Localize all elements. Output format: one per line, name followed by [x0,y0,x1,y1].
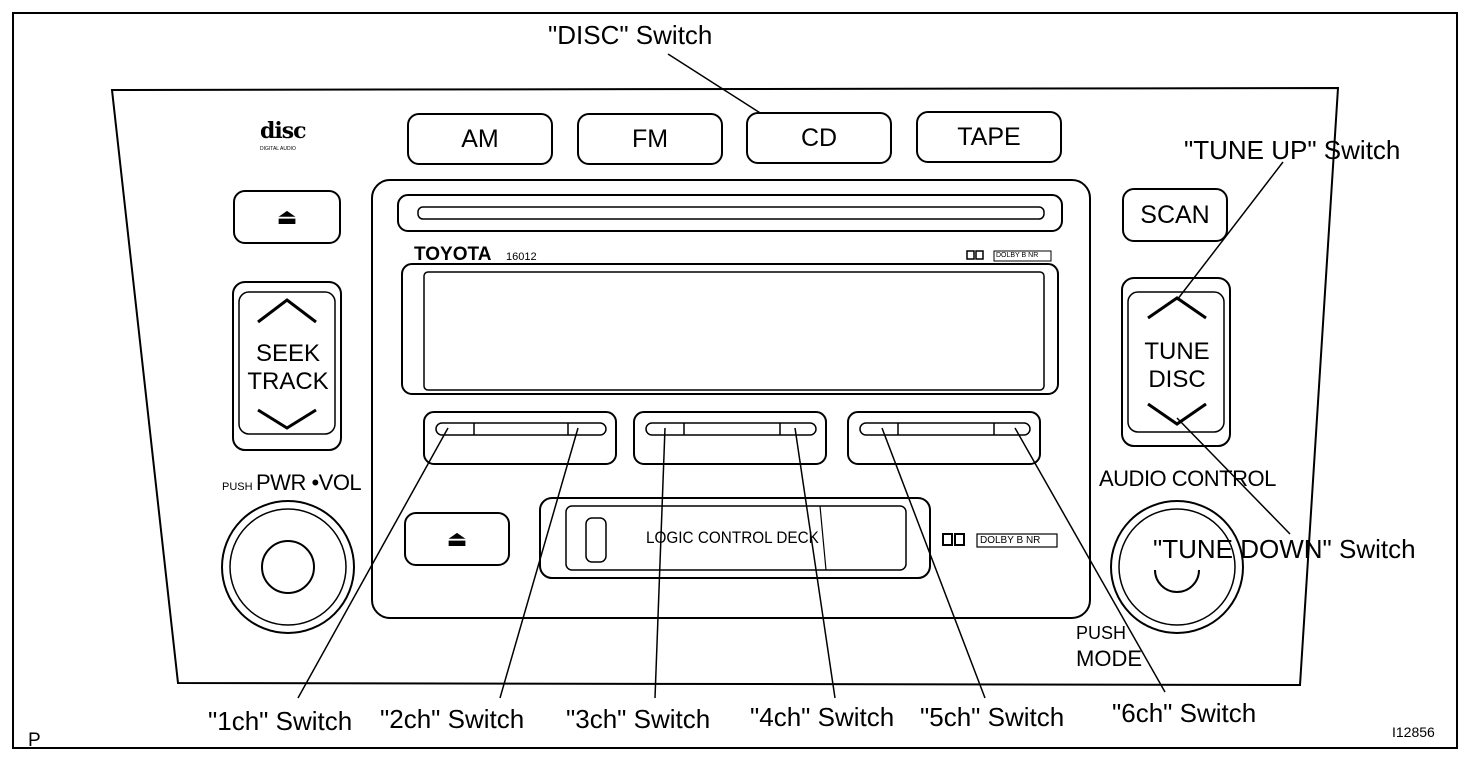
audio-control-knob [1110,500,1244,634]
callout-1ch-switch: "1ch" Switch [208,706,353,736]
brand-label: TOYOTA [414,244,492,265]
tape-button[interactable]: TAPE [916,111,1062,163]
leader-tune-up [1176,161,1284,301]
model-number: 16012 [506,251,537,263]
preset-group-2 [633,411,827,465]
callout-disc-switch: "DISC" Switch [548,20,713,50]
am-button[interactable]: AM [407,113,553,165]
preset-group-1 [423,411,617,465]
tune-up-chevron [1147,296,1207,320]
cd-button[interactable]: CD [746,112,892,164]
leader-2ch [499,427,579,699]
leader-3ch [654,427,666,699]
figure-frame [12,12,1458,749]
dolby-bottom-label: DOLBY B NR [980,535,1041,546]
dolby-top-label: DOLBY B NR [996,252,1039,259]
callout-5ch-switch: "5ch" Switch [920,702,1065,732]
faceplate-outline [110,86,1340,687]
seek-track-rocker [232,281,342,451]
pwr-push-label: PUSH [222,481,253,493]
callout-tune-down-switch: "TUNE DOWN" Switch [1153,534,1416,564]
leader-6ch [1014,427,1166,693]
seek-down-chevron [257,408,317,430]
callout-6ch-switch: "6ch" Switch [1112,698,1257,728]
pwr-vol-knob [221,500,355,634]
center-panel [371,179,1091,619]
tune-label: TUNE [1144,338,1210,365]
compact-disc-logo: disc [260,118,307,144]
eject-icon: ⏏ [276,204,298,229]
callout-tune-up-switch: "TUNE UP" Switch [1184,135,1401,165]
callout-2ch-switch: "2ch" Switch [380,704,525,734]
tune-down-chevron [1147,402,1207,426]
cd-eject-button[interactable]: ⏏ [233,190,341,244]
mode-label: MODE [1076,646,1142,671]
compact-disc-logo-sub: DIGITAL AUDIO [260,146,296,152]
pwr-vol-label: PWR •VOL [256,470,362,495]
callout-3ch-switch: "3ch" Switch [566,704,711,734]
tape-deck [539,497,931,579]
disc-label: DISC [1148,366,1206,393]
seek-up-chevron [257,298,317,324]
scan-button[interactable]: SCAN [1122,188,1228,242]
seek-label: SEEK [255,340,321,367]
fm-button[interactable]: FM [577,113,723,165]
mode-push-label: PUSH [1076,623,1127,643]
leader-4ch [794,427,836,699]
callout-4ch-switch: "4ch" Switch [750,702,895,732]
cd-slot [397,194,1063,232]
eject-icon: ⏏ [446,526,468,551]
audio-control-label: AUDIO CONTROL [1099,466,1276,491]
figure-id: I12856 [1392,724,1435,740]
leader-tune-down [1176,417,1291,535]
corner-letter: P [28,730,41,751]
deck-label: LOGIC CONTROL DECK [646,528,819,547]
display-window [401,263,1059,395]
tune-disc-rocker [1121,277,1231,447]
tape-eject-button[interactable]: ⏏ [404,512,510,566]
leader-1ch [297,427,449,699]
track-label: TRACK [247,368,329,395]
preset-group-3 [847,411,1041,465]
leader-5ch [881,427,986,699]
